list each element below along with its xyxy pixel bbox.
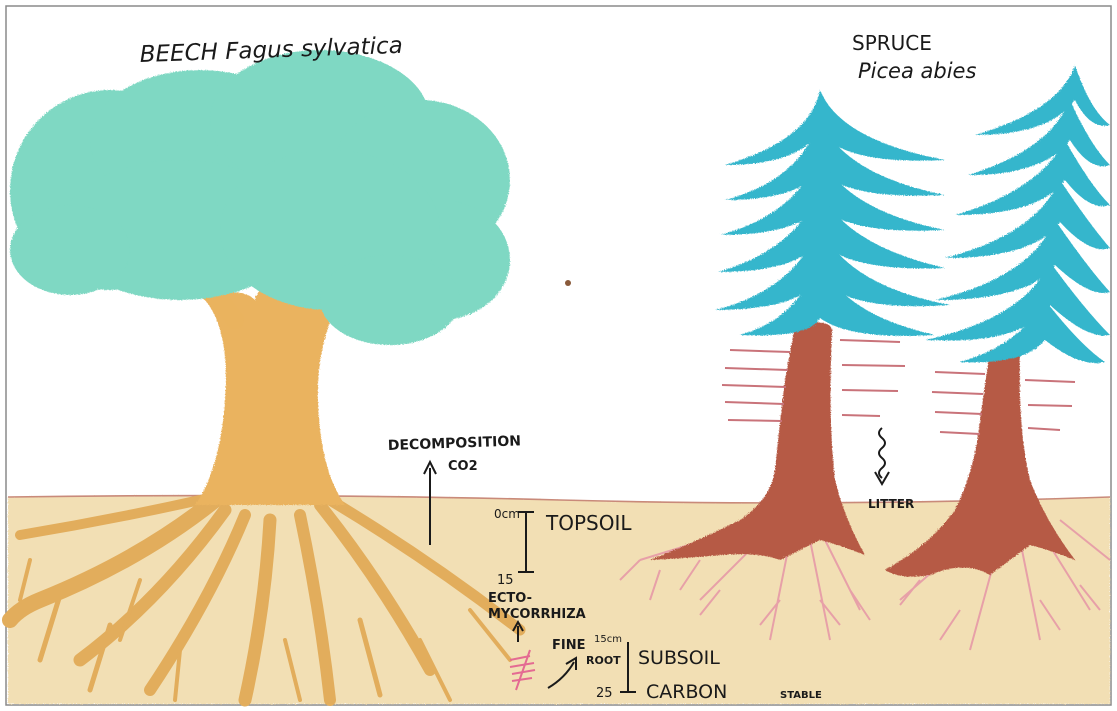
spruce-title-line2: Picea abies [858, 59, 976, 83]
co2-label: CO2 [448, 459, 478, 474]
litter-label: LITTER [868, 497, 914, 511]
ecto-label: ECTO- [488, 591, 532, 606]
topsoil-label: TOPSOIL [545, 511, 632, 535]
depth-15cm-label: 15cm [594, 634, 622, 645]
paper-speck [565, 280, 571, 286]
root-label: ROOT [586, 654, 621, 667]
depth-25-label: 25 [596, 686, 613, 701]
depth-0-label: 0cm [494, 507, 520, 521]
spruce-title-line1: SPRUCE [852, 31, 932, 55]
carbon-label: CARBON [646, 681, 727, 703]
depth-15-label: 15 [497, 573, 514, 588]
mycorrhiza-label: MYCORRHIZA [488, 607, 586, 622]
subsoil-label: SUBSOIL [638, 647, 720, 669]
stable-label: STABLE [780, 690, 822, 701]
fine-label: FINE [552, 638, 585, 653]
